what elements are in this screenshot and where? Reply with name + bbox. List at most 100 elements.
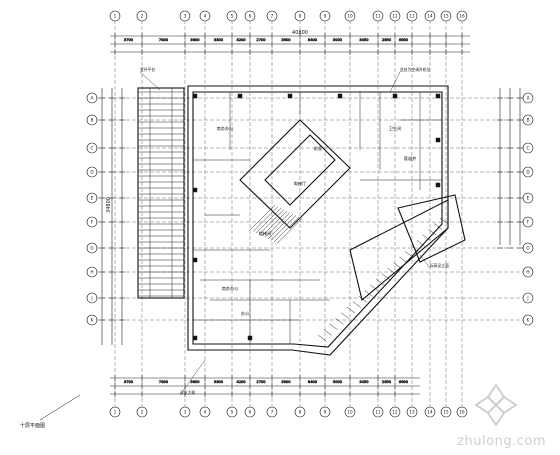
wing-rib xyxy=(416,240,425,247)
grid-bubble-top xyxy=(389,10,401,22)
grid-bubble-side xyxy=(522,314,534,326)
dim-text: 3450 xyxy=(359,380,369,384)
grid-bubble-label: D xyxy=(526,170,529,175)
stair-tread xyxy=(255,207,282,234)
dim-text: 2650 xyxy=(382,380,392,384)
grid-bubble-side xyxy=(522,216,534,228)
grid-bubble-bottom xyxy=(456,406,468,418)
wing-rib xyxy=(410,245,420,253)
grid-bubble-label: 4 xyxy=(204,14,207,19)
grid-bubble-side xyxy=(86,292,98,304)
grid-bubble-label: B xyxy=(527,118,530,123)
grid-bubble-label: J xyxy=(526,296,528,301)
dim-text: 3000 xyxy=(333,380,343,384)
grid-bubble-side xyxy=(86,242,98,254)
grid-bubble-side xyxy=(522,242,534,254)
stair-tread xyxy=(261,210,288,237)
column xyxy=(247,335,253,341)
grid-bubble-label: 3 xyxy=(184,14,187,19)
room-label-office_2: 商务办公 xyxy=(222,285,240,292)
dim-text: 3700 xyxy=(124,380,134,384)
wing-rib xyxy=(323,329,332,336)
grid-bubble-bottom xyxy=(440,406,452,418)
grid-bubble-label: 9 xyxy=(324,410,327,415)
dim-text: 7800 xyxy=(159,380,169,384)
column xyxy=(435,182,441,188)
wing-rib xyxy=(329,323,338,331)
dim-text: 3300 xyxy=(214,38,224,42)
grid-bubble-side xyxy=(86,92,98,104)
note-text: 标高见立面 xyxy=(430,263,449,268)
grid-bubble-label: 2 xyxy=(141,14,144,19)
dim-text: 4200 xyxy=(236,38,246,42)
note-leader xyxy=(419,254,431,269)
grid-bubble-bottom xyxy=(389,406,401,418)
wing-rib xyxy=(399,256,408,264)
dim-text: 3700 xyxy=(124,38,134,42)
note-leader xyxy=(139,71,161,91)
note-leader xyxy=(389,71,401,93)
grid-bubble-label: 6 xyxy=(249,410,252,415)
grid-bubble-label: 6 xyxy=(249,14,252,19)
wing-rib xyxy=(375,279,385,286)
dim-left-total: 34800 xyxy=(106,197,112,213)
grid-bubble-top xyxy=(266,10,278,22)
grid-bubble-label: 10 xyxy=(347,14,353,19)
dim-text: 6600 xyxy=(399,38,409,42)
dim-text: 2650 xyxy=(382,38,392,42)
room-label-elevator_hall: 电梯厅 xyxy=(294,180,307,187)
stair-tread xyxy=(249,204,276,231)
grid-bubble-label: 14 xyxy=(427,410,433,415)
grid-bubble-bottom xyxy=(344,406,356,418)
stair-tread xyxy=(258,209,285,235)
stair-tread xyxy=(276,218,303,244)
wing-rib xyxy=(404,251,414,258)
room-label-stair: 楼梯间 xyxy=(259,230,272,237)
wing-rib xyxy=(381,273,391,280)
grid-bubble-label: 3 xyxy=(184,410,187,415)
dim-text: 3900 xyxy=(281,380,291,384)
building-walls xyxy=(137,85,466,356)
column xyxy=(192,257,198,263)
grid-bubble-label: D xyxy=(90,170,93,175)
grid-bubble-side xyxy=(86,314,98,326)
grid-bubble-label: K xyxy=(527,318,530,323)
grid-bubble-label: 13 xyxy=(409,14,415,19)
wing-corridor xyxy=(349,199,449,301)
grid-bubble-top xyxy=(199,10,211,22)
grid-bubble-bottom xyxy=(226,406,238,418)
grid-bubble-side xyxy=(522,114,534,126)
grid-bubble-side xyxy=(522,292,534,304)
grid-bubble-label: G xyxy=(526,246,529,251)
stair-tread xyxy=(273,216,300,243)
grid-bubble-label: 11 xyxy=(375,410,381,415)
wing-rib xyxy=(370,284,379,292)
note-text: 此处为空调外机位 xyxy=(400,67,431,72)
grid-bubble-side xyxy=(86,192,98,204)
dim-text: 3450 xyxy=(359,38,369,42)
grid-bubble-bottom xyxy=(109,406,121,418)
grid-bubble-bottom xyxy=(179,406,191,418)
grid-bubble-label: K xyxy=(91,318,94,323)
grid-bubble-label: F xyxy=(91,220,94,225)
column xyxy=(237,93,243,99)
room-label-office_1: 商务办公 xyxy=(217,125,235,132)
grid-bubble-label: 1 xyxy=(114,14,117,19)
grid-bubble-label: 15 xyxy=(443,410,449,415)
wing-rib xyxy=(439,217,449,225)
grid-bubble-side xyxy=(522,92,534,104)
grid-bubble-label: G xyxy=(90,246,93,251)
inner-wall xyxy=(192,91,443,348)
grid-bubble-label: H xyxy=(526,270,529,275)
dim-text: 2700 xyxy=(256,38,266,42)
grid-bubble-side xyxy=(522,192,534,204)
grid-bubble-label: 7 xyxy=(271,410,274,415)
grid-bubble-label: E xyxy=(91,196,94,201)
wing-rib xyxy=(358,295,367,303)
stair-tread xyxy=(270,215,297,241)
grid-bubble-label: A xyxy=(91,96,94,101)
dim-text: 7800 xyxy=(159,38,169,42)
dim-text: 3900 xyxy=(281,38,291,42)
stair-tread xyxy=(267,213,294,240)
